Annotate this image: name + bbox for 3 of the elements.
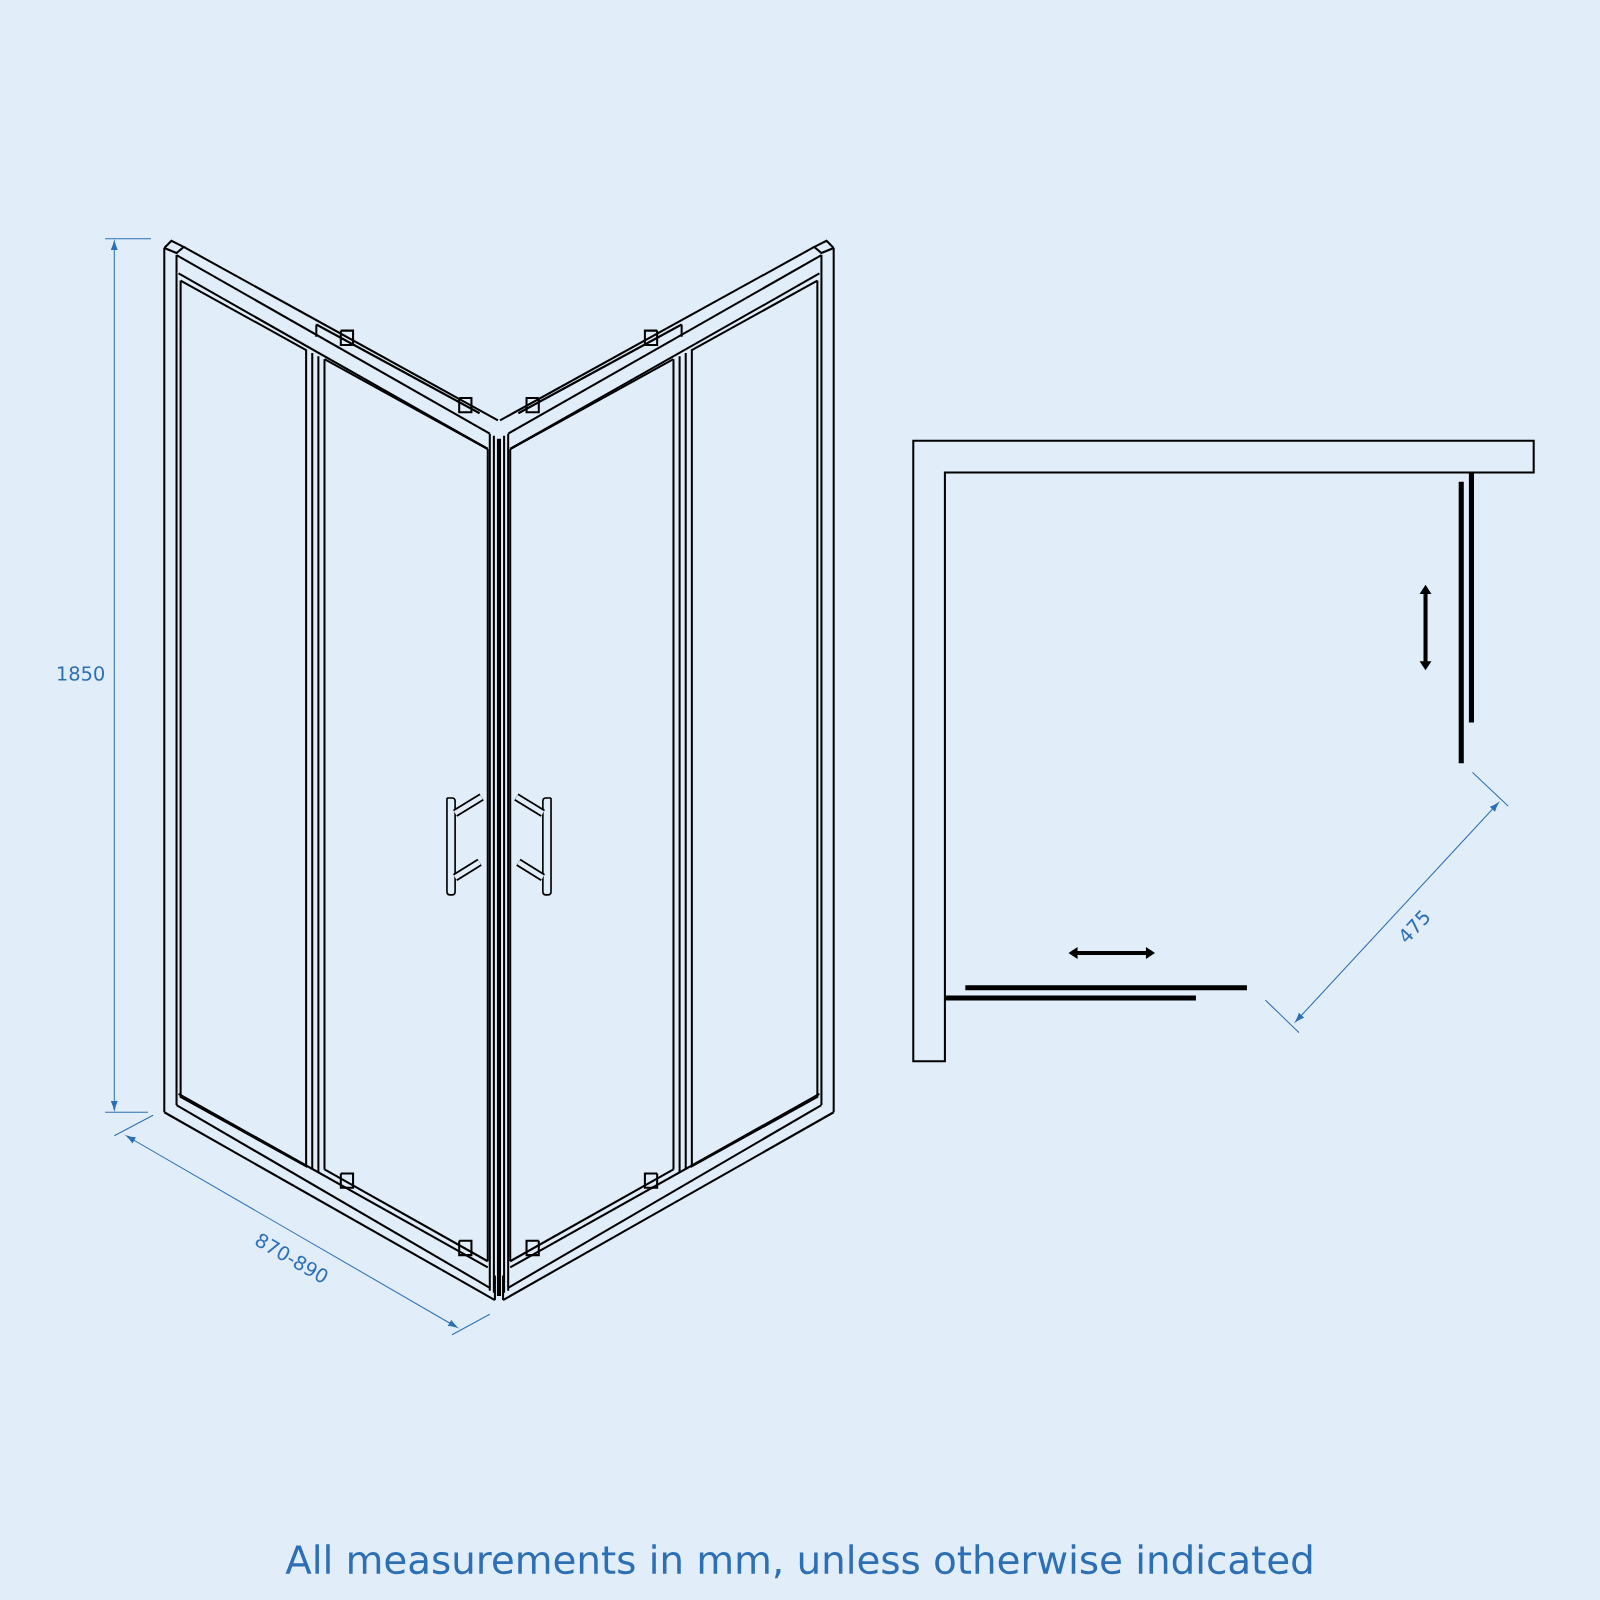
dimension-label: 1850	[58, 666, 104, 681]
dimension-label: 475	[1401, 910, 1430, 942]
caption-text: All measurements in mm, unless otherwise indicated	[285, 1544, 1312, 1579]
